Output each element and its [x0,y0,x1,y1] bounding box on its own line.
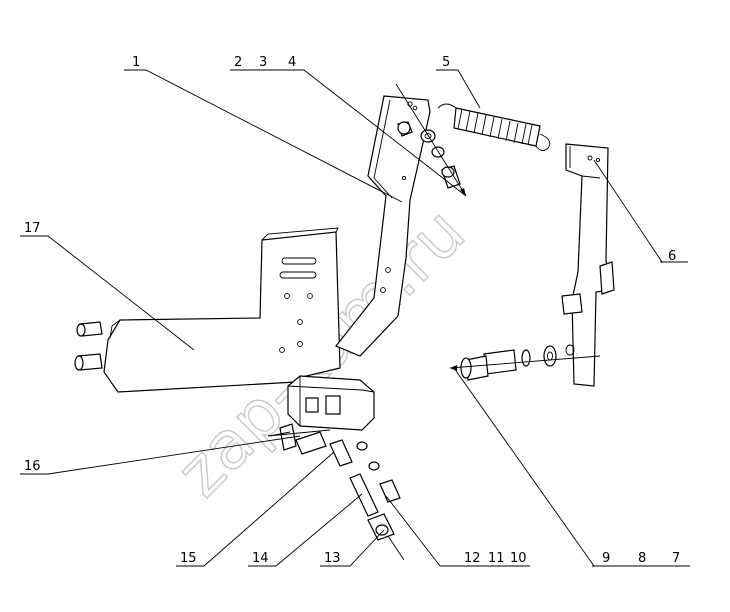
callout-10: 10 [510,551,527,566]
fastener-set-parts-10-15 [329,439,405,561]
vertical-lever-part-6 [561,143,615,387]
callout-15: 15 [180,551,197,566]
bolt-washer-set-parts-2-4 [420,129,461,189]
callout-12: 12 [464,551,481,566]
callout-16: 16 [24,459,41,474]
base-bracket-part-17 [74,227,341,393]
callout-1: 1 [132,55,140,70]
assembly-axis-lines [267,83,601,437]
callout-17: 17 [24,221,41,236]
callout-4: 4 [288,55,296,70]
switch-block-part-16 [269,375,375,455]
callout-labels: 1 2 3 4 5 6 17 16 15 14 13 12 11 10 9 8 … [24,55,680,566]
callout-2: 2 [234,55,242,70]
callout-11: 11 [488,551,505,566]
callout-8: 8 [638,551,646,566]
callout-7: 7 [672,551,680,566]
callout-5: 5 [442,55,450,70]
callout-6: 6 [668,249,676,264]
spring-part-5 [437,103,551,151]
callout-3: 3 [259,55,267,70]
callout-9: 9 [602,551,610,566]
callout-13: 13 [324,551,341,566]
bolt-washer-set-parts-7-9 [460,345,557,381]
leader-lines [20,69,690,567]
callout-14: 14 [252,551,269,566]
